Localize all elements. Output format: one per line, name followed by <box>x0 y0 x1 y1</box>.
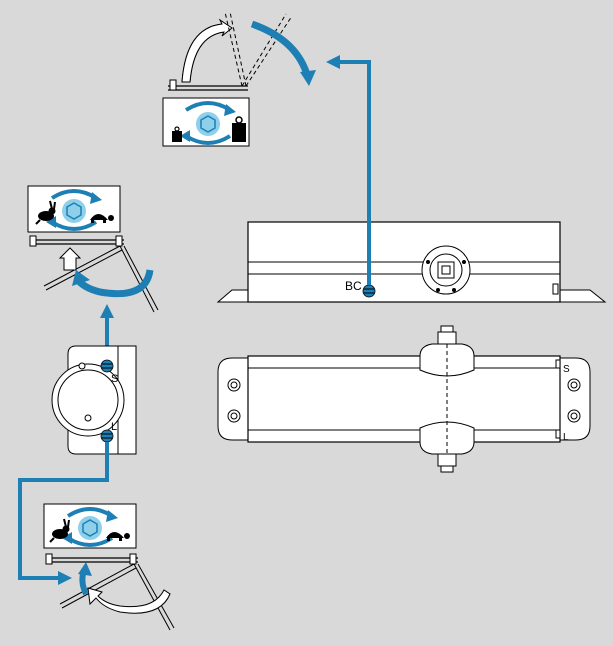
speed-label: S <box>111 373 118 385</box>
opening-arrow <box>181 18 233 83</box>
valve-mark-l <box>555 429 561 439</box>
door-position-dashed-3 <box>241 13 287 87</box>
spindle-bolt <box>426 260 430 264</box>
speed-swing-diagram <box>29 235 159 313</box>
hex-nut <box>200 115 216 133</box>
backcheck-connector <box>334 60 371 285</box>
small-weight-icon <box>172 126 182 142</box>
backcheck-arc-head <box>300 70 316 86</box>
top-view-speed-label: S <box>563 364 570 375</box>
rabbit-icon <box>49 518 70 543</box>
end-screw <box>78 362 86 370</box>
spindle-bolt <box>452 288 456 292</box>
hex-adjust-icon <box>62 199 86 223</box>
hinge <box>169 79 177 91</box>
rotate-arrow-head-1 <box>224 104 236 116</box>
end-cap-mark <box>552 283 559 295</box>
valve-mark-s <box>555 359 561 369</box>
backcheck-swing-diagram <box>168 11 316 91</box>
top-plate-right <box>559 357 591 441</box>
turtle-icon <box>106 532 130 541</box>
rotate-arrow-head-2 <box>180 130 190 142</box>
hinge <box>29 235 37 247</box>
latch-panel <box>43 503 137 549</box>
rabbit-icon <box>35 200 56 225</box>
speed-valve <box>100 359 114 373</box>
speed-panel <box>27 185 121 233</box>
closing-direction-arrow <box>58 247 82 271</box>
door-line <box>43 245 121 287</box>
top-body <box>247 355 561 443</box>
speed-arc <box>75 269 154 298</box>
top-view-latch-label: L <box>563 432 569 443</box>
closing-arc-arrow <box>87 587 171 614</box>
hex-adjust-icon <box>196 112 220 136</box>
backcheck-panel <box>162 97 250 147</box>
latch-connector <box>18 442 109 580</box>
closer-side-view: BC <box>216 221 607 303</box>
door-line <box>59 563 135 605</box>
backcheck-label: BC <box>345 279 362 293</box>
spindle-end-top <box>437 331 457 345</box>
mounting-plate-left <box>216 289 251 303</box>
backcheck-connector-head <box>326 55 340 69</box>
large-weight-icon <box>232 116 246 142</box>
backcheck-arc <box>250 20 312 79</box>
mounting-plate-right <box>559 289 607 303</box>
latch-label: L <box>111 421 117 433</box>
turtle-icon <box>90 214 114 223</box>
spindle-end-bottom <box>437 453 457 467</box>
spindle-bolt <box>436 288 440 292</box>
spindle-bolt <box>462 260 466 264</box>
hex-adjust-icon <box>78 516 102 540</box>
spindle-square <box>437 261 455 279</box>
closer-top-view: S L <box>217 325 591 473</box>
door-position-dashed-2 <box>229 11 247 87</box>
latch-swing-diagram <box>45 553 175 631</box>
end-screw <box>84 414 92 422</box>
backcheck-valve <box>362 284 376 298</box>
top-plate-left <box>217 357 249 441</box>
door-position-dashed-1 <box>224 11 243 87</box>
closer-end-view: S L <box>51 345 137 455</box>
hinge <box>45 553 53 565</box>
spindle-inner <box>441 265 451 275</box>
